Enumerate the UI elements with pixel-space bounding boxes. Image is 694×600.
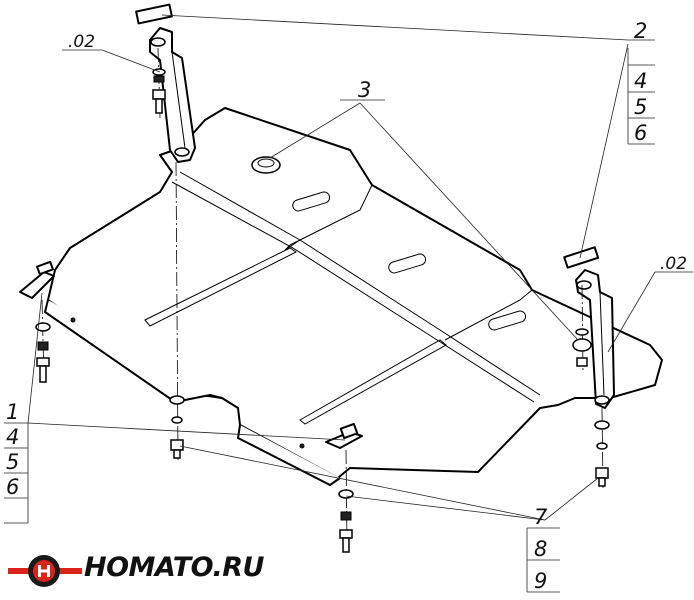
callout-5-right: 5 [634,95,647,119]
callout-6-right: 6 [634,121,647,145]
bracket-right [563,246,615,409]
bracket-left [135,3,196,163]
brand-logo-icon [8,555,82,587]
callout-9: 9 [534,569,547,593]
callout-02-top: .02 [68,32,95,52]
callout-table-left [4,423,29,524]
callout-7: 7 [534,505,548,529]
skid-plate [44,107,663,486]
callout-3: 3 [358,78,371,102]
logo-wing-right [56,568,82,574]
logo-wing-left [8,568,32,574]
callout-5-left: 5 [6,450,19,474]
callout-02-right: .02 [660,254,687,274]
callout-4-right: 4 [634,69,647,93]
fasteners [35,68,610,553]
callout-8: 8 [534,537,547,561]
bracket-front-left [19,260,55,299]
callout-1: 1 [6,400,19,424]
callout-table-bottom [526,528,560,593]
callout-6-left: 6 [6,475,19,499]
callout-table-right [627,48,655,145]
leader-lines [4,14,693,529]
brand-logo-text: HOMATO.RU [84,552,264,583]
callout-2: 2 [634,19,647,43]
callout-4-left: 4 [6,425,19,449]
